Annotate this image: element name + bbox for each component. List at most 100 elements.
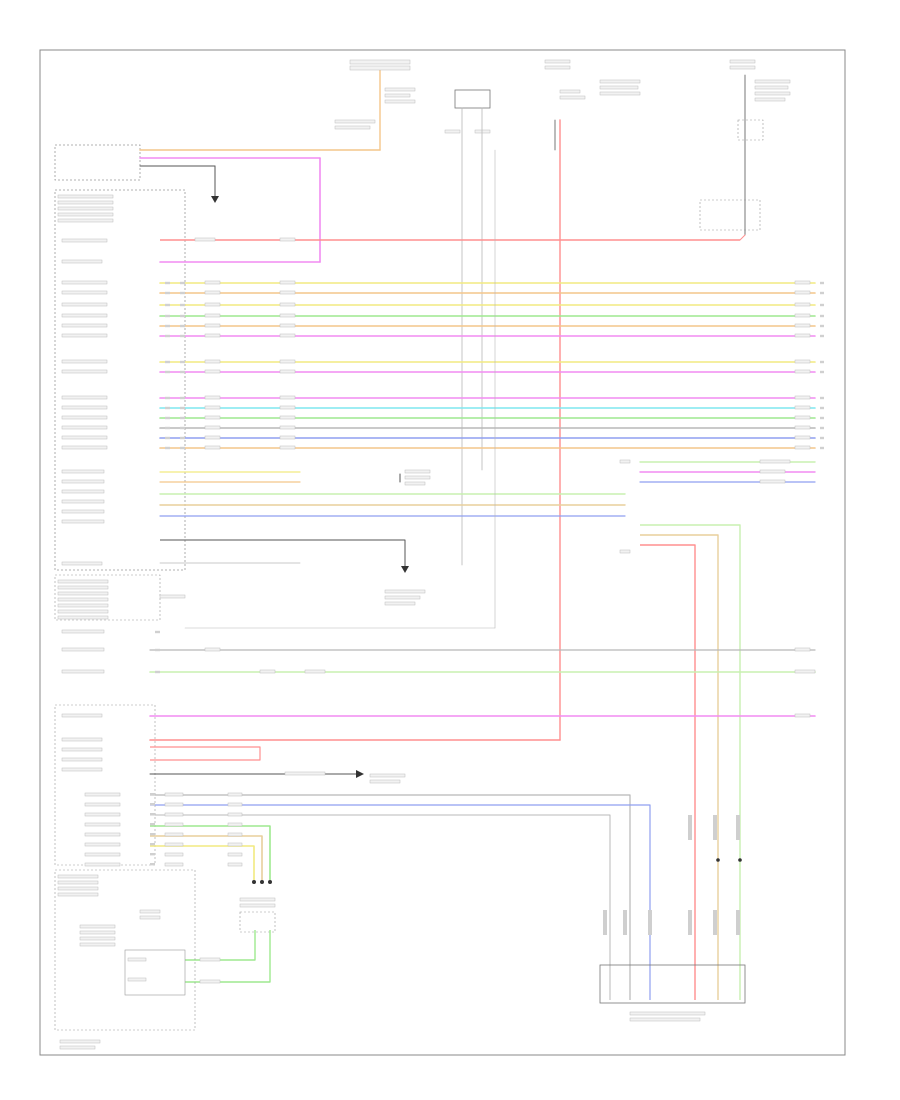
- wire-red-bend: [739, 234, 746, 241]
- module-title: [79, 924, 116, 929]
- wire-code-right: [794, 333, 811, 338]
- splice-label: [369, 779, 401, 784]
- row-label: [84, 832, 121, 837]
- pin-number: [155, 670, 160, 674]
- pin-number: [150, 803, 155, 806]
- sensor-title: [629, 1011, 706, 1016]
- wire-code: [164, 792, 184, 797]
- arrow-icon: [356, 770, 364, 778]
- wire-code: [204, 415, 221, 420]
- wire-yellow-sensor: [150, 845, 255, 880]
- wire-green-sensor: [150, 825, 271, 880]
- row-label: [61, 469, 105, 474]
- fuse-desc: [599, 91, 641, 96]
- splice-label: [239, 897, 276, 902]
- wire-code: [164, 862, 184, 867]
- module-title: [57, 579, 109, 584]
- fuse-title: [544, 59, 571, 64]
- pin-number: [180, 446, 185, 450]
- pin-number: [180, 303, 185, 307]
- pin-number: [180, 324, 185, 328]
- pin-number: [150, 853, 155, 856]
- wire-code-right: [794, 280, 811, 285]
- module-title: [57, 212, 114, 217]
- third-module-box: [54, 704, 156, 866]
- switch-box: [737, 119, 764, 141]
- pin-number: [180, 370, 185, 374]
- main-module-box: [54, 189, 186, 571]
- row-label: [61, 405, 108, 410]
- diagram-frame: [39, 49, 846, 1056]
- arrow-label: [820, 314, 824, 318]
- wire-code: [279, 435, 296, 440]
- fuse-label: [559, 89, 581, 94]
- fuse-desc: [599, 79, 641, 84]
- wire-code-vertical: [688, 910, 692, 935]
- row-label: [61, 713, 103, 718]
- fuse-label: [384, 87, 416, 92]
- pin-number: [165, 324, 170, 328]
- ground-arrow-icon: [401, 566, 409, 573]
- wire-code: [227, 852, 243, 857]
- relay-label: [334, 125, 371, 130]
- wire-code: [279, 415, 296, 420]
- wire-code: [279, 280, 296, 285]
- wire-code: [204, 333, 221, 338]
- row-label: [61, 395, 108, 400]
- wire-code: [164, 822, 184, 827]
- pin-number: [165, 360, 170, 364]
- connector-label: [619, 549, 631, 554]
- row-label: [61, 435, 108, 440]
- row-label: [84, 822, 121, 827]
- row-label: [84, 812, 121, 817]
- splice-dot: [738, 858, 742, 862]
- pin-number: [150, 833, 155, 836]
- wire-tan-sensor: [150, 835, 263, 880]
- row-label: [61, 369, 108, 374]
- row-label: [61, 479, 105, 484]
- wire-code-right: [759, 459, 791, 464]
- module-title: [79, 930, 116, 935]
- wire-dark-ground: [160, 539, 406, 570]
- fuse-title: [729, 65, 756, 70]
- wire-code: [164, 802, 184, 807]
- wire-code-right: [794, 395, 811, 400]
- pin-number: [180, 314, 185, 318]
- relay-box: [454, 89, 491, 109]
- wire-code: [279, 237, 296, 242]
- wire-code-vertical: [713, 910, 717, 935]
- splice-label: [384, 601, 416, 606]
- wire-code-right: [794, 405, 811, 410]
- wire-code: [279, 359, 296, 364]
- pin-label: [127, 957, 147, 962]
- wire-code: [279, 395, 296, 400]
- pin-number: [165, 446, 170, 450]
- pin-number: [180, 436, 185, 440]
- module-title: [57, 874, 99, 879]
- switch-box: [699, 199, 761, 231]
- pin-number: [165, 396, 170, 400]
- wire-code: [284, 771, 326, 776]
- row-label: [61, 313, 108, 318]
- pin-number: [180, 334, 185, 338]
- wire-code-right: [794, 669, 816, 674]
- splice-label: [369, 773, 406, 778]
- wire-code: [279, 290, 296, 295]
- wire-code: [204, 435, 221, 440]
- wire-code: [259, 669, 276, 674]
- wire-code: [204, 369, 221, 374]
- wire-code: [204, 395, 221, 400]
- relay-pin-label: [474, 129, 491, 134]
- row-label: [61, 747, 103, 752]
- module-title: [79, 936, 116, 941]
- wire-code-vertical: [603, 910, 607, 935]
- row-label: [61, 767, 103, 772]
- row-label: [61, 629, 105, 634]
- pin-number: [180, 396, 185, 400]
- cluster-connector: [124, 949, 186, 996]
- relay-label: [334, 119, 376, 124]
- wire-code: [279, 313, 296, 318]
- wire-code-right: [794, 425, 811, 430]
- arrow-label: [820, 396, 824, 400]
